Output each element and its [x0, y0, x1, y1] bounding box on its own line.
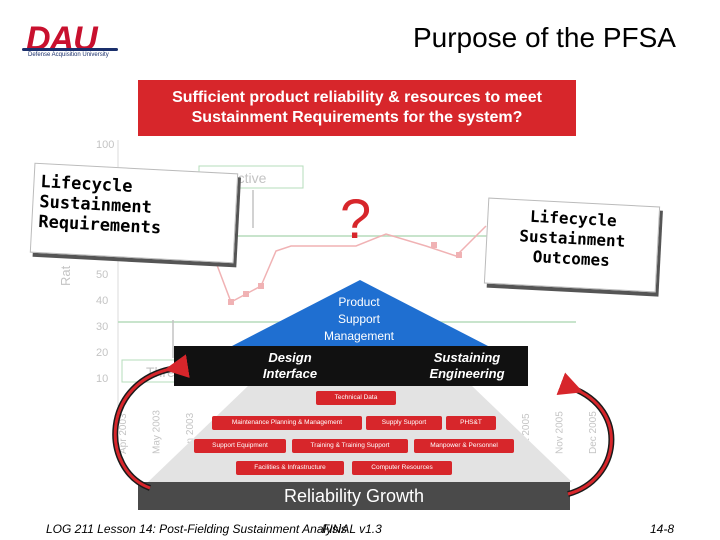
y-axis-label: Rat	[58, 265, 73, 286]
banner-line-1: Sufficient product reliability & resourc…	[172, 89, 542, 106]
slide-title: Purpose of the PFSA	[412, 22, 676, 53]
product-support-triangle	[232, 280, 488, 346]
sample-series-points	[228, 242, 462, 305]
triangle-line-2: Support	[337, 312, 381, 326]
maintenance-element: Maintenance Planning & Management	[212, 416, 362, 430]
y-tick-label: 100	[96, 139, 114, 151]
x-tick-label: Jun 2003	[185, 412, 196, 454]
y-tick-label: 20	[96, 347, 108, 359]
requirements-box: Lifecycle Sustainment Requirements	[29, 162, 239, 264]
outcomes-box: Lifecycle Sustainment Outcomes	[483, 197, 661, 293]
training-element: Training & Training Support	[292, 439, 408, 453]
y-tick-label: 30	[96, 321, 108, 333]
y-tick-label: 50	[96, 269, 108, 281]
x-tick-label: Apr 2003	[118, 413, 129, 454]
y-tick-label: 40	[96, 295, 108, 307]
design-interface-line-2: Interface	[262, 366, 318, 381]
question-banner: Sufficient product reliability & resourc…	[138, 80, 576, 136]
footer-course: LOG 211 Lesson 14: Post-Fielding Sustain…	[46, 522, 347, 536]
logo-swoosh	[22, 48, 118, 51]
manpower-element: Manpower & Personnel	[414, 439, 514, 453]
question-mark: ?	[340, 187, 372, 250]
pyramid-shape	[148, 386, 572, 482]
support-equipment-element: Support Equipment	[194, 439, 286, 453]
sample-point	[456, 252, 462, 258]
ips-pyramid	[148, 386, 572, 482]
x-tick-label: Nov 2005	[554, 411, 565, 454]
footer-version: FINAL v1.3	[322, 522, 382, 536]
design-interface-line-1: Design	[268, 350, 312, 365]
logo-subtitle: Defense Acquisition University	[28, 52, 109, 58]
banner-line-2: Sustainment Requirements for the system?	[191, 109, 523, 126]
dau-logo: DAU Defense Acquisition University	[12, 8, 122, 58]
sample-point	[228, 299, 234, 305]
sample-point	[243, 291, 249, 297]
sustaining-line-2: Engineering	[429, 366, 505, 381]
sample-point	[431, 242, 437, 248]
sample-point	[258, 283, 264, 289]
sustaining-engineering-bar: Sustaining Engineering	[406, 346, 528, 386]
triangle-shape	[232, 280, 488, 346]
x-tick-label: Oct 2005	[521, 413, 532, 454]
facilities-element: Facilities & Infrastructure	[236, 461, 344, 475]
phst-element: PHS&T	[446, 416, 496, 430]
sample-series-line	[205, 225, 487, 304]
triangle-line-1: Product	[338, 295, 380, 309]
technical-data-element: Technical Data	[316, 391, 396, 405]
triangle-line-3: Management	[323, 329, 395, 343]
logo-mark: DAU	[26, 20, 98, 58]
sustaining-line-1: Sustaining	[433, 350, 501, 365]
reliability-growth-bar: Reliability Growth	[138, 482, 570, 510]
x-tick-label: Dec 2005	[588, 411, 599, 454]
computer-resources-element: Computer Resources	[352, 461, 452, 475]
y-tick-label: 10	[96, 373, 108, 385]
supply-support-element: Supply Support	[366, 416, 442, 430]
product-support-management-label: Product Support Management	[300, 294, 418, 345]
footer-page-number: 14-8	[649, 522, 674, 536]
design-interface-bar: Design Interface	[174, 346, 406, 386]
